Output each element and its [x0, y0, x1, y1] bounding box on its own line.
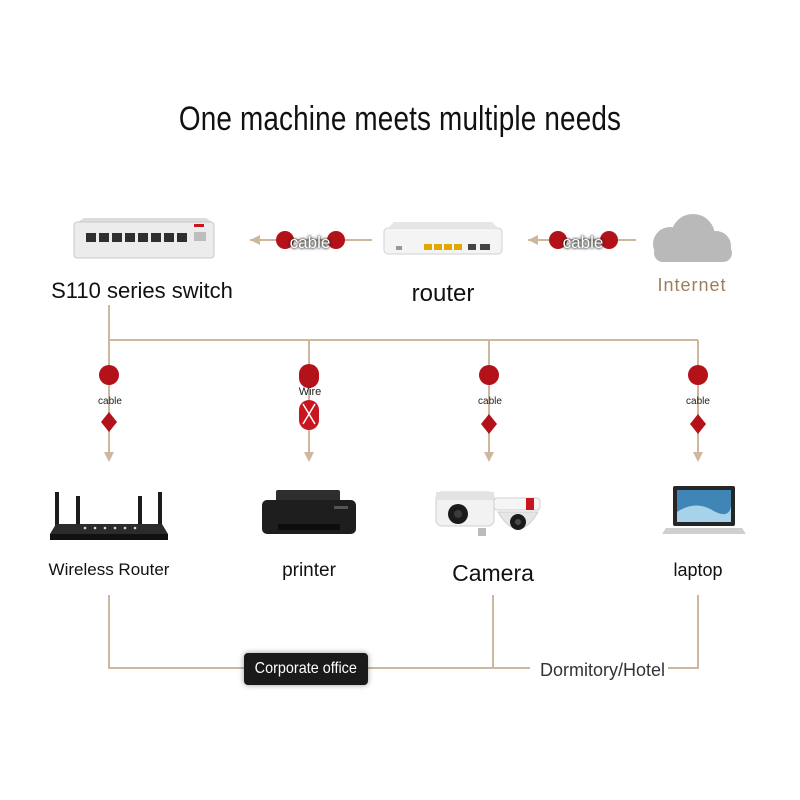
camera-icon — [435, 491, 541, 536]
switch-label: S110 series switch — [51, 278, 233, 303]
arrow-printer — [304, 452, 314, 462]
connector-wr-top — [99, 365, 119, 385]
connector-label-camera: cable — [478, 396, 502, 407]
cloud-icon — [653, 214, 732, 262]
connection-lines — [108, 239, 699, 669]
printer-label: printer — [282, 560, 336, 581]
cable-connectors-top — [276, 231, 618, 249]
connector-lap-bottom — [690, 414, 706, 434]
connector-b1 — [549, 231, 567, 249]
camera-label: Camera — [452, 560, 534, 586]
connector-label-top-right: cable — [562, 233, 604, 252]
router-icon — [383, 222, 503, 255]
cable-connectors-drops — [99, 364, 708, 434]
connector-wr-bottom — [101, 412, 117, 432]
line-dorm-right — [668, 595, 699, 669]
internet-label: Internet — [657, 275, 727, 295]
arrow-wireless-router — [104, 452, 114, 462]
connector-label-wireless-router: cable — [98, 396, 122, 407]
connector-label-printer: Wire — [298, 386, 322, 398]
connector-a1 — [276, 231, 294, 249]
connector-lap-top — [688, 365, 708, 385]
arrowheads — [104, 235, 703, 462]
line-office-right — [368, 595, 494, 669]
scenario-office-badge: Corporate office — [244, 653, 368, 685]
arrow-laptop — [693, 452, 703, 462]
connector-label-laptop: cable — [686, 396, 710, 407]
connector-b2 — [600, 231, 618, 249]
printer-icon — [262, 490, 356, 534]
connector-cam-bottom — [481, 414, 497, 434]
connector-a2 — [327, 231, 345, 249]
wireless-router-label: Wireless Router — [48, 560, 170, 579]
line-office-left — [108, 595, 244, 669]
laptop-icon — [662, 486, 746, 534]
arrow-camera — [484, 452, 494, 462]
switch-icon — [73, 218, 215, 259]
laptop-label: laptop — [673, 560, 723, 580]
connector-pr-top — [299, 364, 319, 388]
arrow-to-switch — [250, 235, 260, 245]
page-title: One machine meets multiple needs — [178, 100, 622, 138]
scenario-office-label: Corporate office — [254, 660, 358, 677]
wire-x-mark — [302, 403, 316, 425]
scenario-dorm-label: Dormitory/Hotel — [540, 660, 666, 680]
connector-label-top-left: cable — [289, 233, 331, 252]
router-label: router — [411, 280, 475, 307]
line-switch-bus — [108, 305, 698, 341]
connector-cam-top — [479, 365, 499, 385]
arrow-to-router — [528, 235, 538, 245]
wireless-router-icon — [50, 492, 168, 540]
